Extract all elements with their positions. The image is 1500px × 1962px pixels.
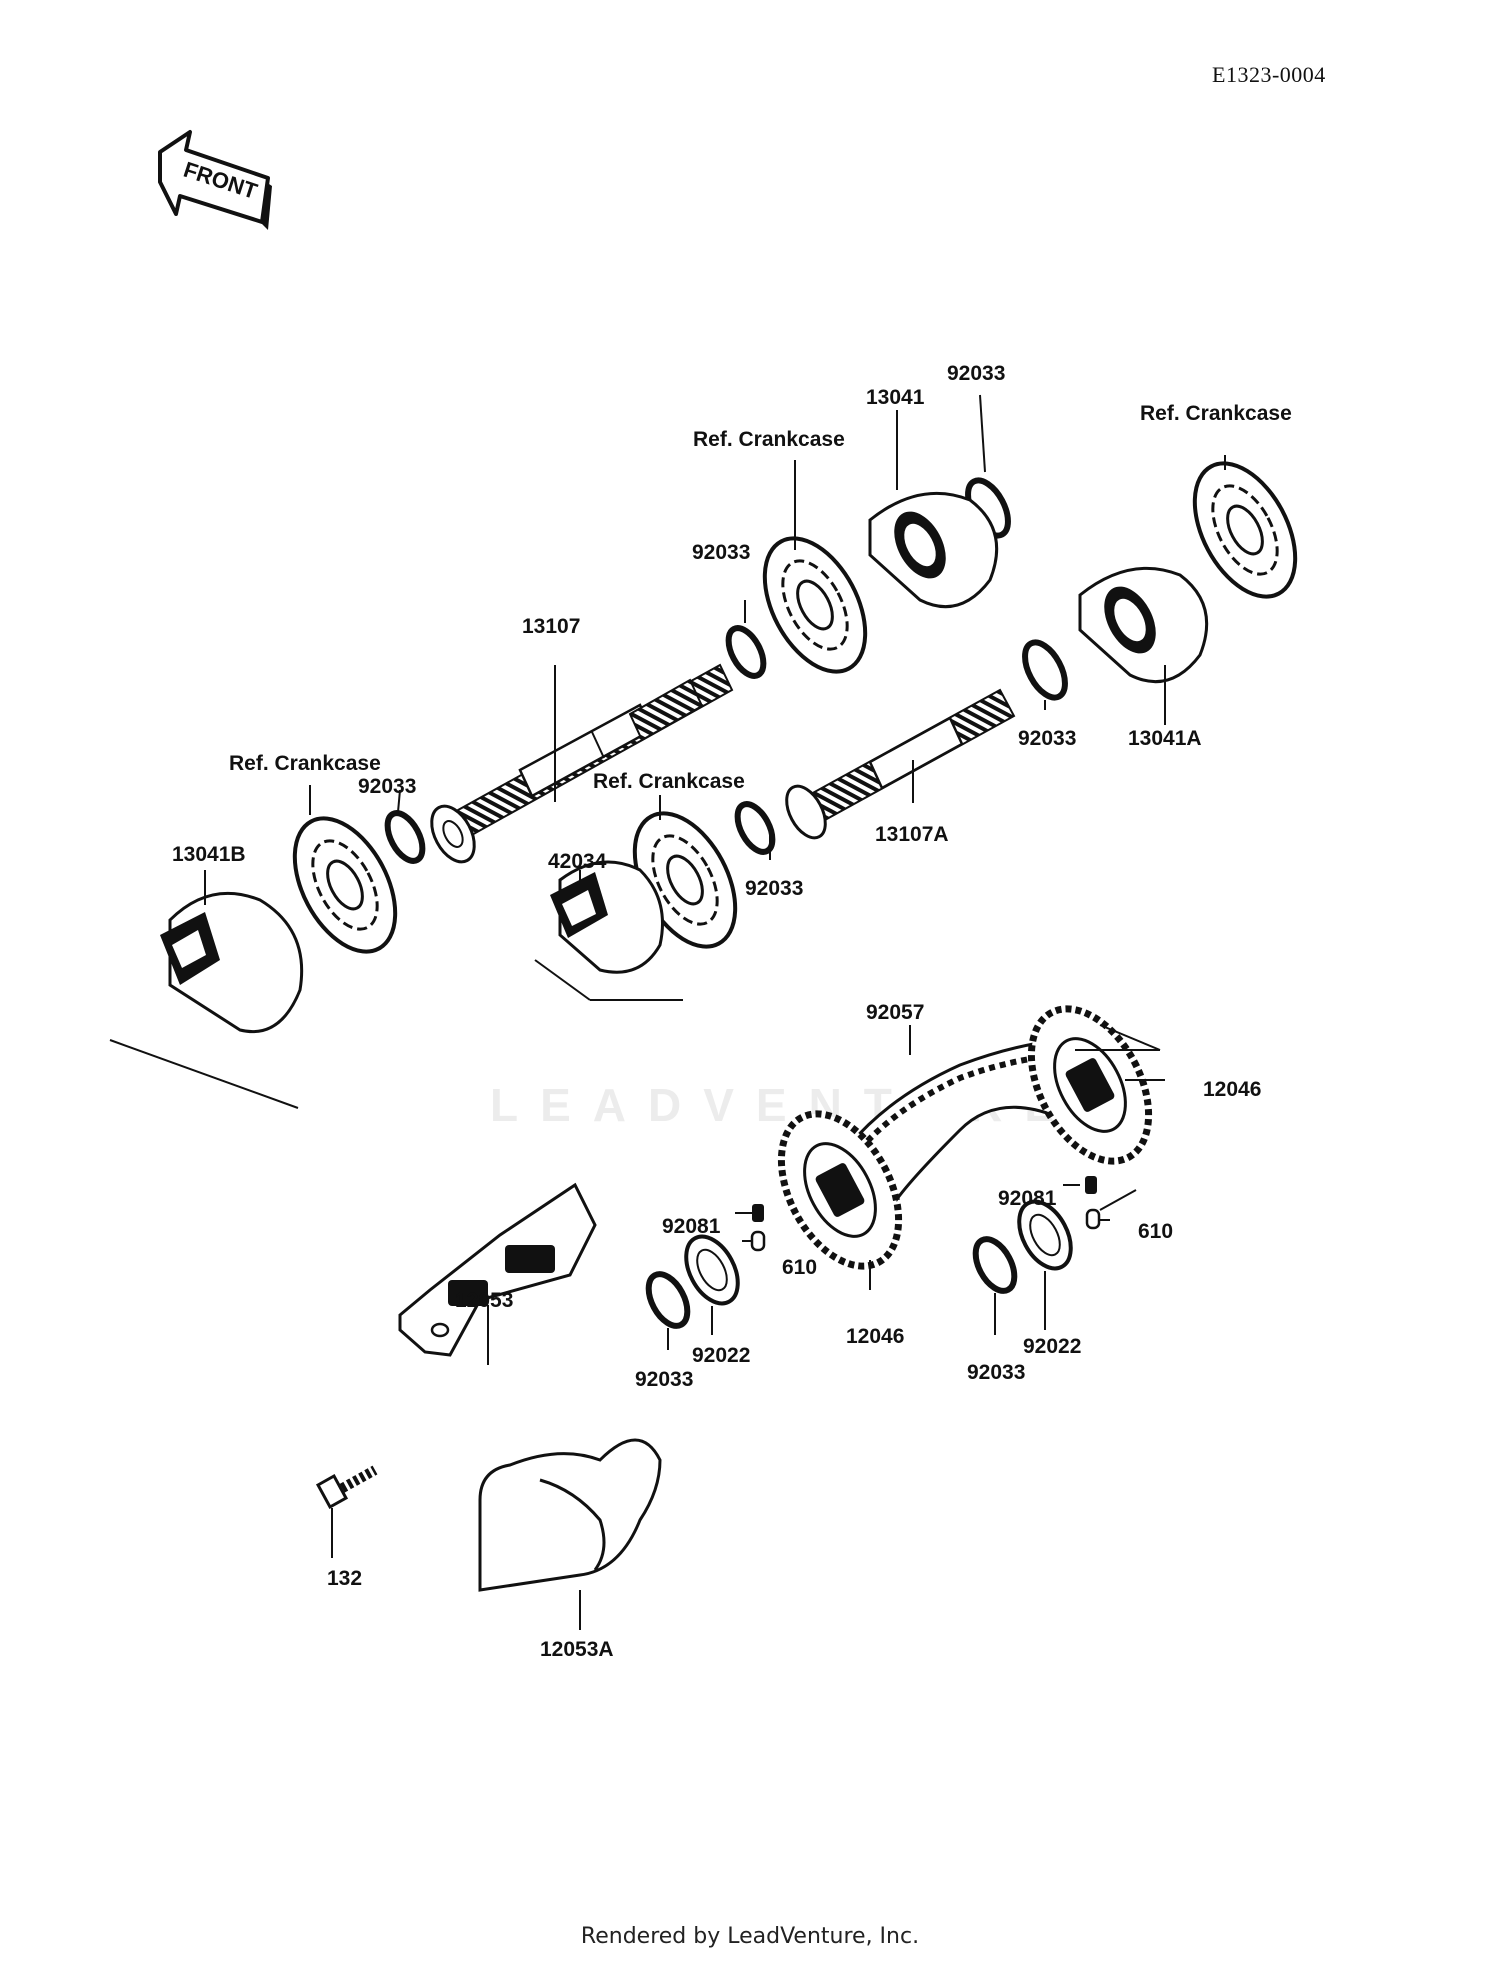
label-92022-left: 92022 (692, 1344, 750, 1367)
ring-92033-c (1022, 639, 1068, 701)
label-92081-left: 92081 (662, 1215, 721, 1238)
label-12046-right: 12046 (1203, 1078, 1261, 1101)
label-92033-a: 92033 (745, 877, 803, 900)
ring-92033-g (972, 1236, 1018, 1294)
label-ref-crankcase-4: Ref. Crankcase (593, 770, 745, 793)
label-13041A: 13041A (1128, 727, 1202, 750)
label-610-right: 610 (1138, 1220, 1173, 1243)
front-arrow-icon: FRONT (158, 130, 272, 230)
sprocket-12046-left (777, 1110, 903, 1270)
shaft-13107A (785, 688, 1016, 840)
pin-92081-left (752, 1204, 764, 1222)
bolt-132 (315, 1465, 378, 1510)
label-12053A: 12053A (540, 1638, 614, 1661)
label-92033-mid: 92033 (692, 541, 750, 564)
pin-610-left (750, 1230, 766, 1252)
label-13107A: 13107A (875, 823, 949, 846)
label-13041: 13041 (866, 386, 925, 409)
label-12046-left: 12046 (846, 1325, 904, 1348)
cam-13041A (1078, 566, 1209, 684)
ring-92033-a (725, 625, 767, 679)
chain-guide-12053 (398, 1182, 597, 1357)
label-92081-right: 92081 (998, 1187, 1057, 1210)
document-id: E1323-0004 (1212, 62, 1326, 87)
label-ref-crankcase-1: Ref. Crankcase (693, 428, 845, 451)
ring-92033-e (734, 801, 776, 855)
cam-13041B (160, 891, 304, 1034)
bearing-far-right (1192, 461, 1298, 599)
leader-lines (109, 394, 1226, 1630)
pin-92081-right (1085, 1176, 1097, 1194)
bearing-left (292, 816, 398, 954)
label-92033-top: 92033 (947, 362, 1005, 385)
label-92033-c: 92033 (1018, 727, 1076, 750)
label-ref-crankcase-3: Ref. Crankcase (229, 752, 381, 775)
cam-13041 (868, 491, 999, 609)
footer-credit: Rendered by LeadVenture, Inc. (580, 1924, 920, 1949)
label-132: 132 (327, 1567, 362, 1590)
pin-610-right (1085, 1208, 1101, 1230)
label-13107: 13107 (522, 615, 580, 638)
label-92033-left: 92033 (358, 775, 416, 798)
label-13041B: 13041B (172, 843, 246, 866)
label-92033-b: 92033 (635, 1368, 693, 1391)
washer-92022-left (684, 1234, 740, 1306)
washer-92022-right (1017, 1199, 1073, 1271)
label-92057: 92057 (866, 1001, 924, 1024)
shaft-13107 (430, 663, 734, 864)
bearing-upper-right (762, 536, 868, 674)
label-92022-right: 92022 (1023, 1335, 1081, 1358)
label-610-left: 610 (782, 1256, 817, 1279)
ring-92033-d (384, 810, 426, 864)
chain-guide-12053A (478, 1438, 662, 1592)
label-42034: 42034 (548, 850, 607, 873)
label-ref-crankcase-2: Ref. Crankcase (1140, 402, 1292, 425)
label-92033-d: 92033 (967, 1361, 1025, 1384)
cam-42034 (550, 860, 664, 974)
sprocket-12046-right (1027, 1005, 1153, 1165)
label-12053: 12053 (455, 1289, 513, 1312)
ring-92033-f (645, 1271, 691, 1329)
